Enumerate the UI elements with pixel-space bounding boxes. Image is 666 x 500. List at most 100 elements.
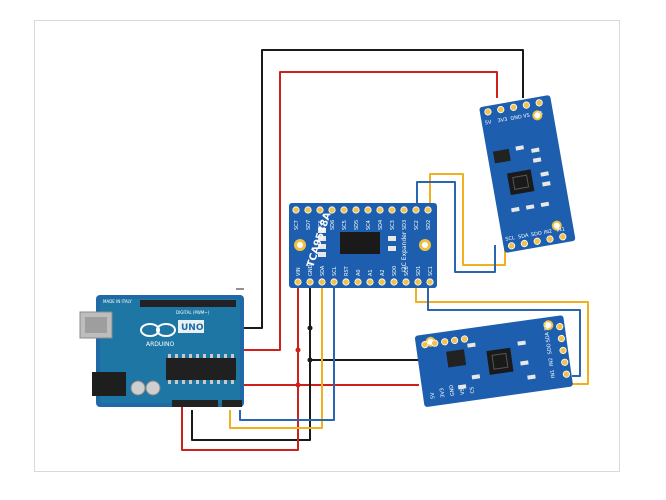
sensor-top-chip-inner	[512, 174, 530, 190]
pin-label: GND	[308, 264, 314, 276]
pin-label: A1	[368, 269, 374, 276]
pin-pad	[378, 278, 386, 286]
pin-pad	[388, 206, 396, 214]
pin-pad	[431, 339, 439, 347]
power-header	[172, 400, 218, 407]
pin-label: SD0	[392, 266, 398, 276]
pin-label: SD5	[354, 220, 360, 230]
pin-label: SC2	[414, 220, 420, 230]
pin-label: CS	[469, 386, 476, 393]
pin-label: SCL	[332, 266, 338, 276]
wire-blue-mux-sc2-top	[416, 181, 496, 273]
pin-label: SD4	[378, 220, 384, 230]
capacitor	[130, 380, 146, 396]
pin-pad	[412, 206, 420, 214]
arduino-logo	[140, 323, 176, 337]
junctions	[295, 325, 313, 388]
pin-pad	[354, 278, 362, 286]
pin-pad	[424, 206, 432, 214]
pin-pad	[306, 278, 314, 286]
usb-port-inner	[85, 317, 107, 333]
smd-parts	[457, 340, 536, 390]
pin-pad	[535, 99, 543, 107]
arduino-digital-label: DIGITAL (PWM~)	[176, 310, 210, 315]
pin-label: SD7	[306, 220, 312, 230]
pin-pad	[559, 346, 567, 355]
pin-label: SD1	[416, 266, 422, 276]
pin-label: SC3	[390, 220, 396, 230]
sensor-bottom-chip	[486, 347, 514, 375]
wire-yellow-mux-sd1-bottom	[415, 285, 589, 385]
pin-pad	[342, 278, 350, 286]
pin-pad	[340, 206, 348, 214]
pin-pad	[390, 278, 398, 286]
pin-pad	[484, 108, 492, 116]
mounting-hole	[297, 242, 303, 248]
wire-yellow-sda	[229, 285, 323, 429]
pin-pad	[376, 206, 384, 214]
pin-pad	[520, 239, 528, 248]
pin-label: SCL	[505, 235, 516, 243]
pin-pad	[316, 206, 324, 214]
pin-label: RST	[344, 265, 350, 276]
pin-pad	[460, 335, 469, 343]
pin-pad	[507, 242, 516, 250]
mux-subtitle: I2C Expander	[401, 231, 408, 272]
pin-pad	[352, 206, 360, 214]
pin-pad	[557, 334, 565, 343]
pin-pad	[414, 278, 422, 286]
pin-label: 3V3	[497, 117, 508, 125]
wire-black-arduino-gnd	[191, 360, 311, 441]
junction-dot	[307, 325, 313, 331]
pin-pad	[366, 278, 374, 286]
pin-label: SDA	[518, 233, 530, 241]
sensor-bottom-regulator	[446, 349, 467, 368]
pin-label: VS	[459, 388, 466, 395]
pin-label: 5V	[484, 119, 492, 126]
pin-pad	[509, 103, 518, 111]
sensor-bottom-chip-inner	[491, 352, 509, 370]
wire-blue-mux-sc1-bottom	[427, 285, 581, 377]
pin-pad	[451, 336, 459, 345]
pin-label: 3V3	[439, 387, 446, 398]
pin-label: IN2	[548, 357, 555, 366]
pin-pad	[292, 206, 300, 214]
junction-dot	[307, 357, 313, 363]
digital-header	[140, 300, 236, 307]
smd-parts	[511, 145, 551, 213]
pin-label: SCL	[543, 320, 550, 330]
pin-label: SC4	[366, 220, 372, 230]
sensor-top-chip	[506, 169, 535, 196]
pin-label: SC0	[404, 266, 410, 276]
arduino-made-in: MADE IN ITALY	[103, 299, 132, 304]
pin-label: CS	[536, 110, 544, 117]
junction-dot	[295, 347, 301, 353]
pin-pad	[304, 206, 312, 214]
sensor-top-regulator	[492, 148, 511, 164]
pin-pad	[330, 278, 338, 286]
pin-label: SC7	[294, 220, 300, 230]
pin-label: SDO	[531, 230, 543, 238]
pin-pad	[561, 358, 569, 366]
pin-label: SD6	[330, 220, 336, 230]
capacitor	[145, 380, 161, 396]
pin-pad	[402, 278, 410, 286]
pin-label: A2	[380, 269, 386, 276]
pin-label: SC1	[428, 266, 434, 276]
wire-red-arduino-5v	[181, 385, 299, 451]
analog-header	[222, 400, 242, 407]
pin-label: GND	[510, 114, 522, 122]
chip-pins	[168, 354, 234, 384]
pin-label: A0	[356, 269, 362, 276]
pin-label: IN2	[543, 229, 552, 236]
pin-pad	[546, 235, 554, 243]
pin-label: VIN	[296, 267, 302, 276]
mounting-hole	[422, 242, 428, 248]
